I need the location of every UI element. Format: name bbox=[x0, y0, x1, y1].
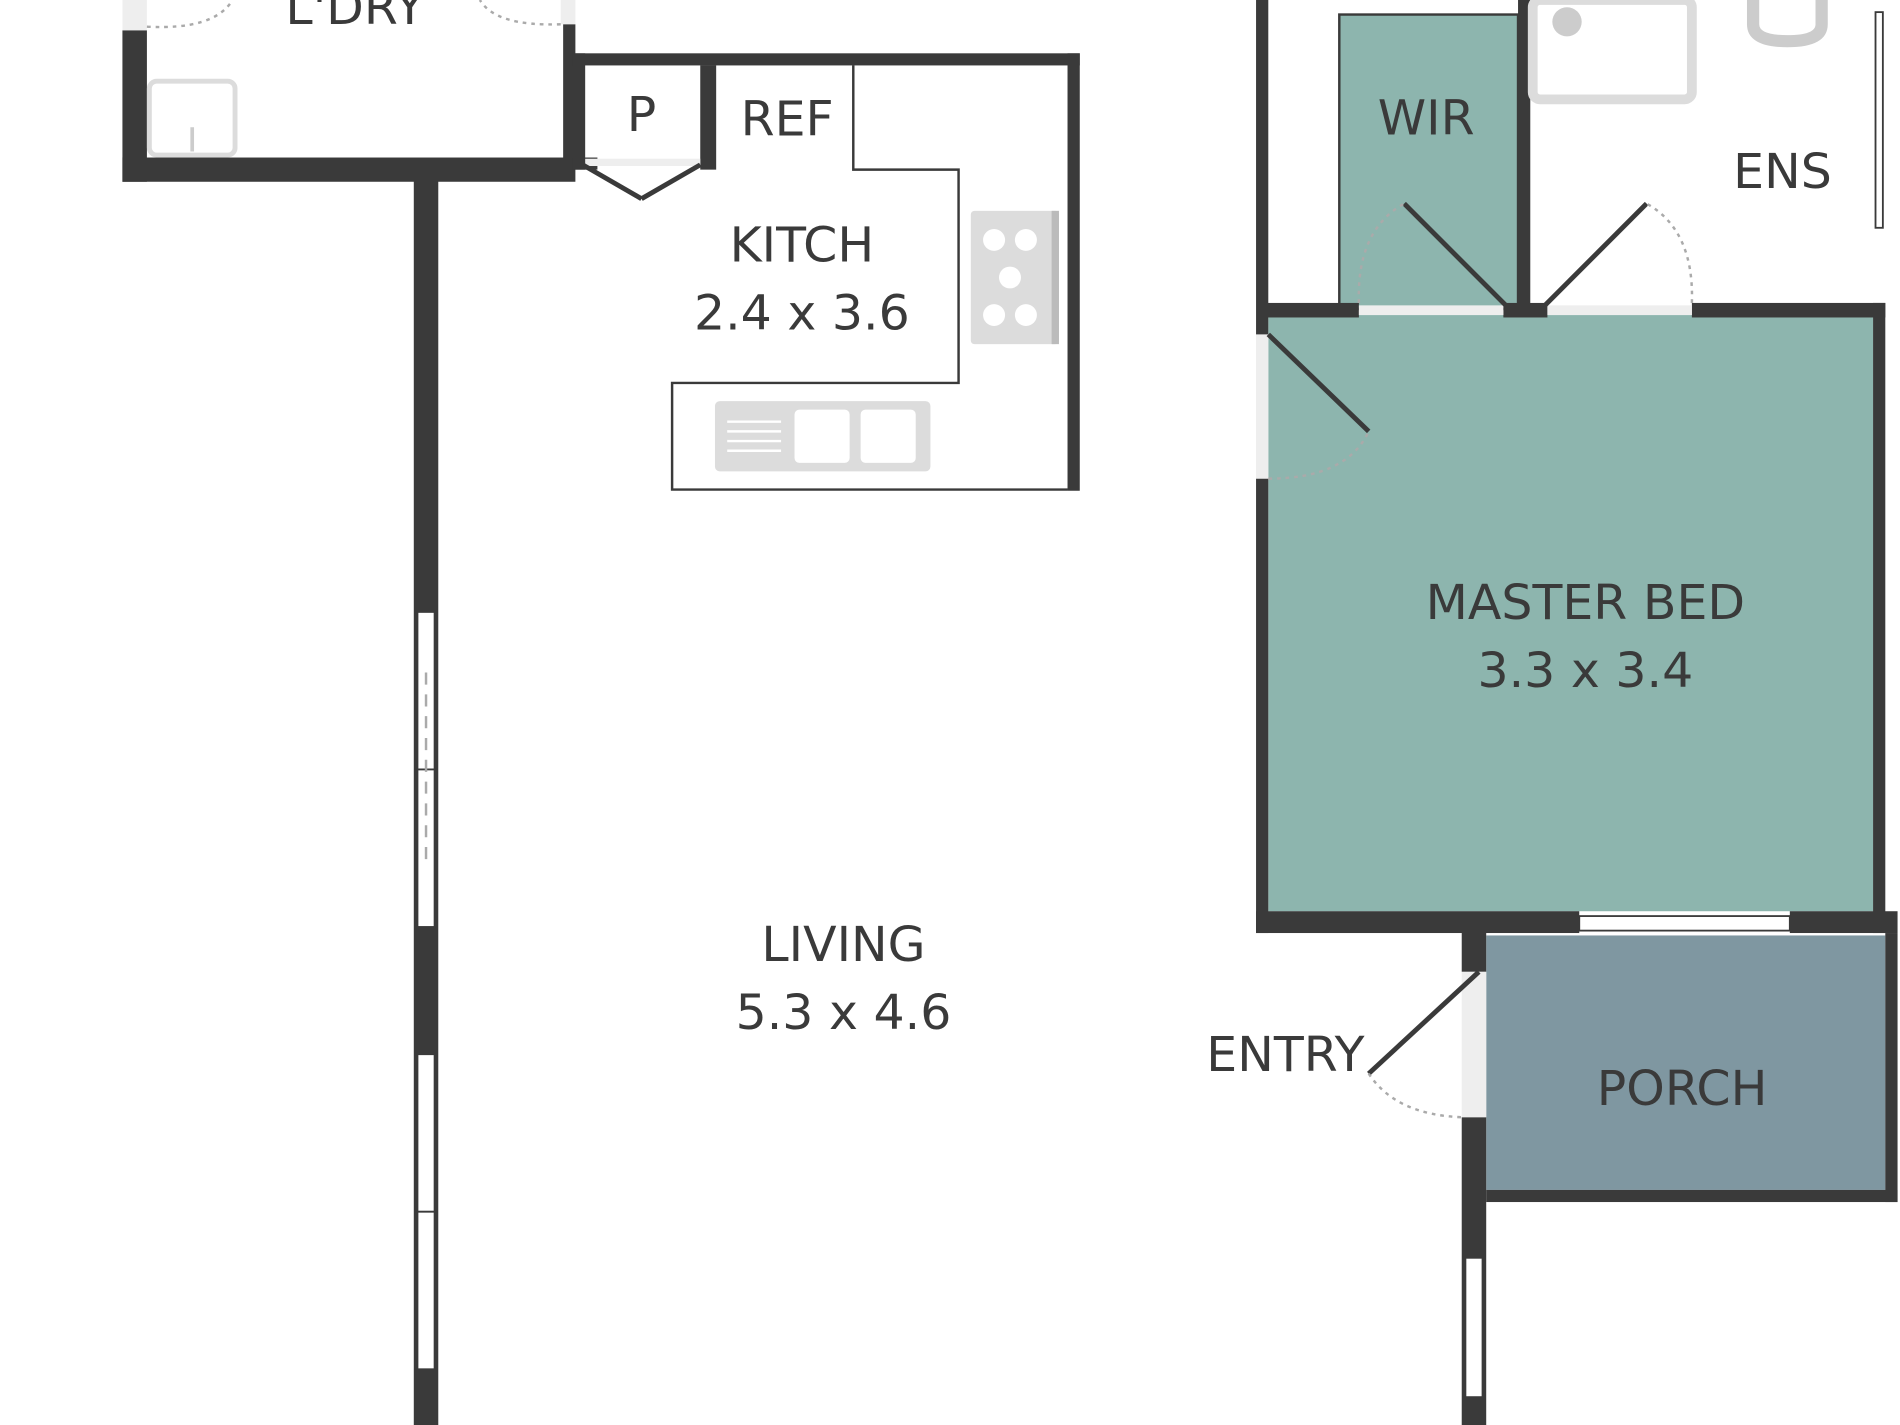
room-label-kitchen: KITCH bbox=[730, 218, 875, 274]
room-size-master: 3.3 x 3.4 bbox=[1477, 643, 1693, 699]
room-size-kitchen: 2.4 x 3.6 bbox=[694, 286, 910, 342]
cooktop bbox=[970, 210, 1059, 345]
room-label-pantry: P bbox=[627, 87, 657, 143]
room-label-wir: WIR bbox=[1378, 91, 1475, 147]
room-label-living: LIVING bbox=[761, 917, 925, 973]
master-bed-floor bbox=[1268, 315, 1874, 912]
room-label-master: MASTER BED bbox=[1426, 575, 1745, 631]
room-label-porch: PORCH bbox=[1597, 1061, 1768, 1117]
ensuite-fixtures bbox=[1527, 0, 1828, 105]
porch-walls bbox=[1367, 923, 1898, 1425]
kitchen-sink bbox=[714, 401, 931, 472]
wir-floor bbox=[1339, 14, 1519, 309]
kitchen-walls bbox=[572, 53, 1080, 491]
laundry-tub bbox=[146, 78, 238, 158]
laundry-walls bbox=[122, 0, 576, 182]
room-label-ensuite: ENS bbox=[1733, 144, 1832, 200]
living-west-wall bbox=[413, 169, 439, 1425]
room-label-laundry: L'DRY bbox=[285, 0, 424, 36]
room-label-ref: REF bbox=[741, 92, 834, 148]
porch-floor bbox=[1486, 935, 1886, 1190]
room-size-living: 5.3 x 4.6 bbox=[736, 985, 952, 1041]
room-label-entry: ENTRY bbox=[1206, 1027, 1364, 1083]
bedroom-walls bbox=[1256, 0, 1898, 934]
